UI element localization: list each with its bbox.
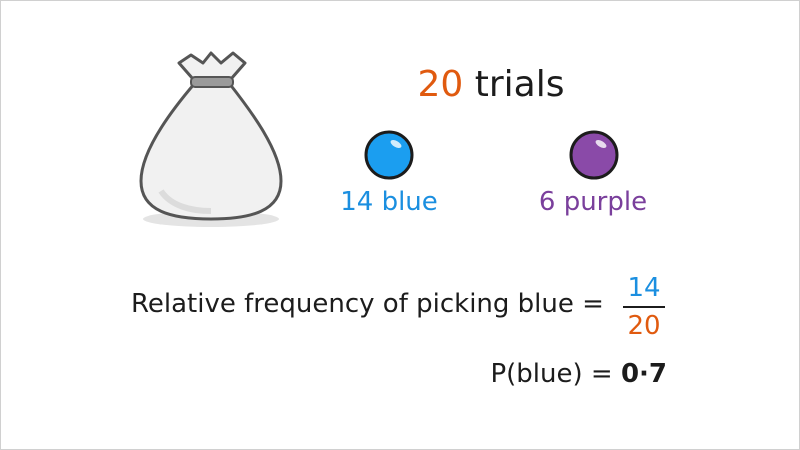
- relative-frequency-fraction: 14 20: [621, 273, 667, 341]
- blue-count-label: 14 blue: [340, 187, 438, 217]
- probability-line: P(blue) = 0·7: [490, 357, 667, 391]
- trials-label: trials: [474, 64, 565, 105]
- trials-heading: 20 trials: [381, 63, 601, 107]
- purple-count-label: 6 purple: [538, 187, 648, 217]
- probability-label: P(blue) =: [490, 359, 613, 389]
- fraction-denominator: 20: [627, 311, 661, 341]
- purple-ball-icon: [569, 130, 619, 180]
- blue-ball-icon: [364, 130, 414, 180]
- fraction-bar: [623, 306, 665, 308]
- fraction-numerator: 14: [627, 273, 661, 303]
- probability-value: 0·7: [620, 359, 667, 389]
- trials-count: 20: [417, 64, 464, 105]
- bag-icon: [139, 51, 283, 227]
- relative-frequency-label: Relative frequency of picking blue =: [131, 289, 604, 319]
